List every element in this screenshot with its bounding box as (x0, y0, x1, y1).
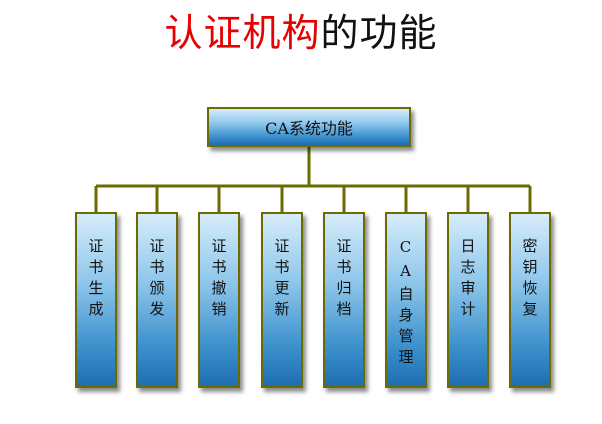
function-node-5: 证书归档 (323, 212, 365, 388)
function-node-4: 证书更新 (261, 212, 303, 388)
root-node-label: CA系统功能 (265, 119, 353, 138)
function-node-7: 日志审计 (447, 212, 489, 388)
title-rest: 的功能 (320, 11, 438, 55)
function-node-8: 密钥恢复 (509, 212, 551, 388)
function-label-1: 证书生成 (86, 238, 105, 322)
function-node-3: 证书撤销 (198, 212, 240, 388)
function-label-2: 证书颁发 (147, 238, 166, 322)
function-node-2: 证书颁发 (136, 212, 178, 388)
function-label-8: 密钥恢复 (520, 238, 539, 322)
root-node-box: CA系统功能 (207, 107, 411, 147)
page-title: 认证机构的功能 (0, 8, 602, 58)
function-label-5: 证书归档 (334, 238, 353, 322)
function-label-4: 证书更新 (272, 238, 291, 322)
function-node-6: CA自身管理 (385, 212, 427, 388)
function-label-7: 日志审计 (458, 238, 477, 322)
function-node-1: 证书生成 (75, 212, 117, 388)
function-label-6: CA自身管理 (396, 238, 415, 370)
title-highlight: 认证机构 (164, 11, 321, 55)
function-label-3: 证书撤销 (209, 238, 228, 322)
